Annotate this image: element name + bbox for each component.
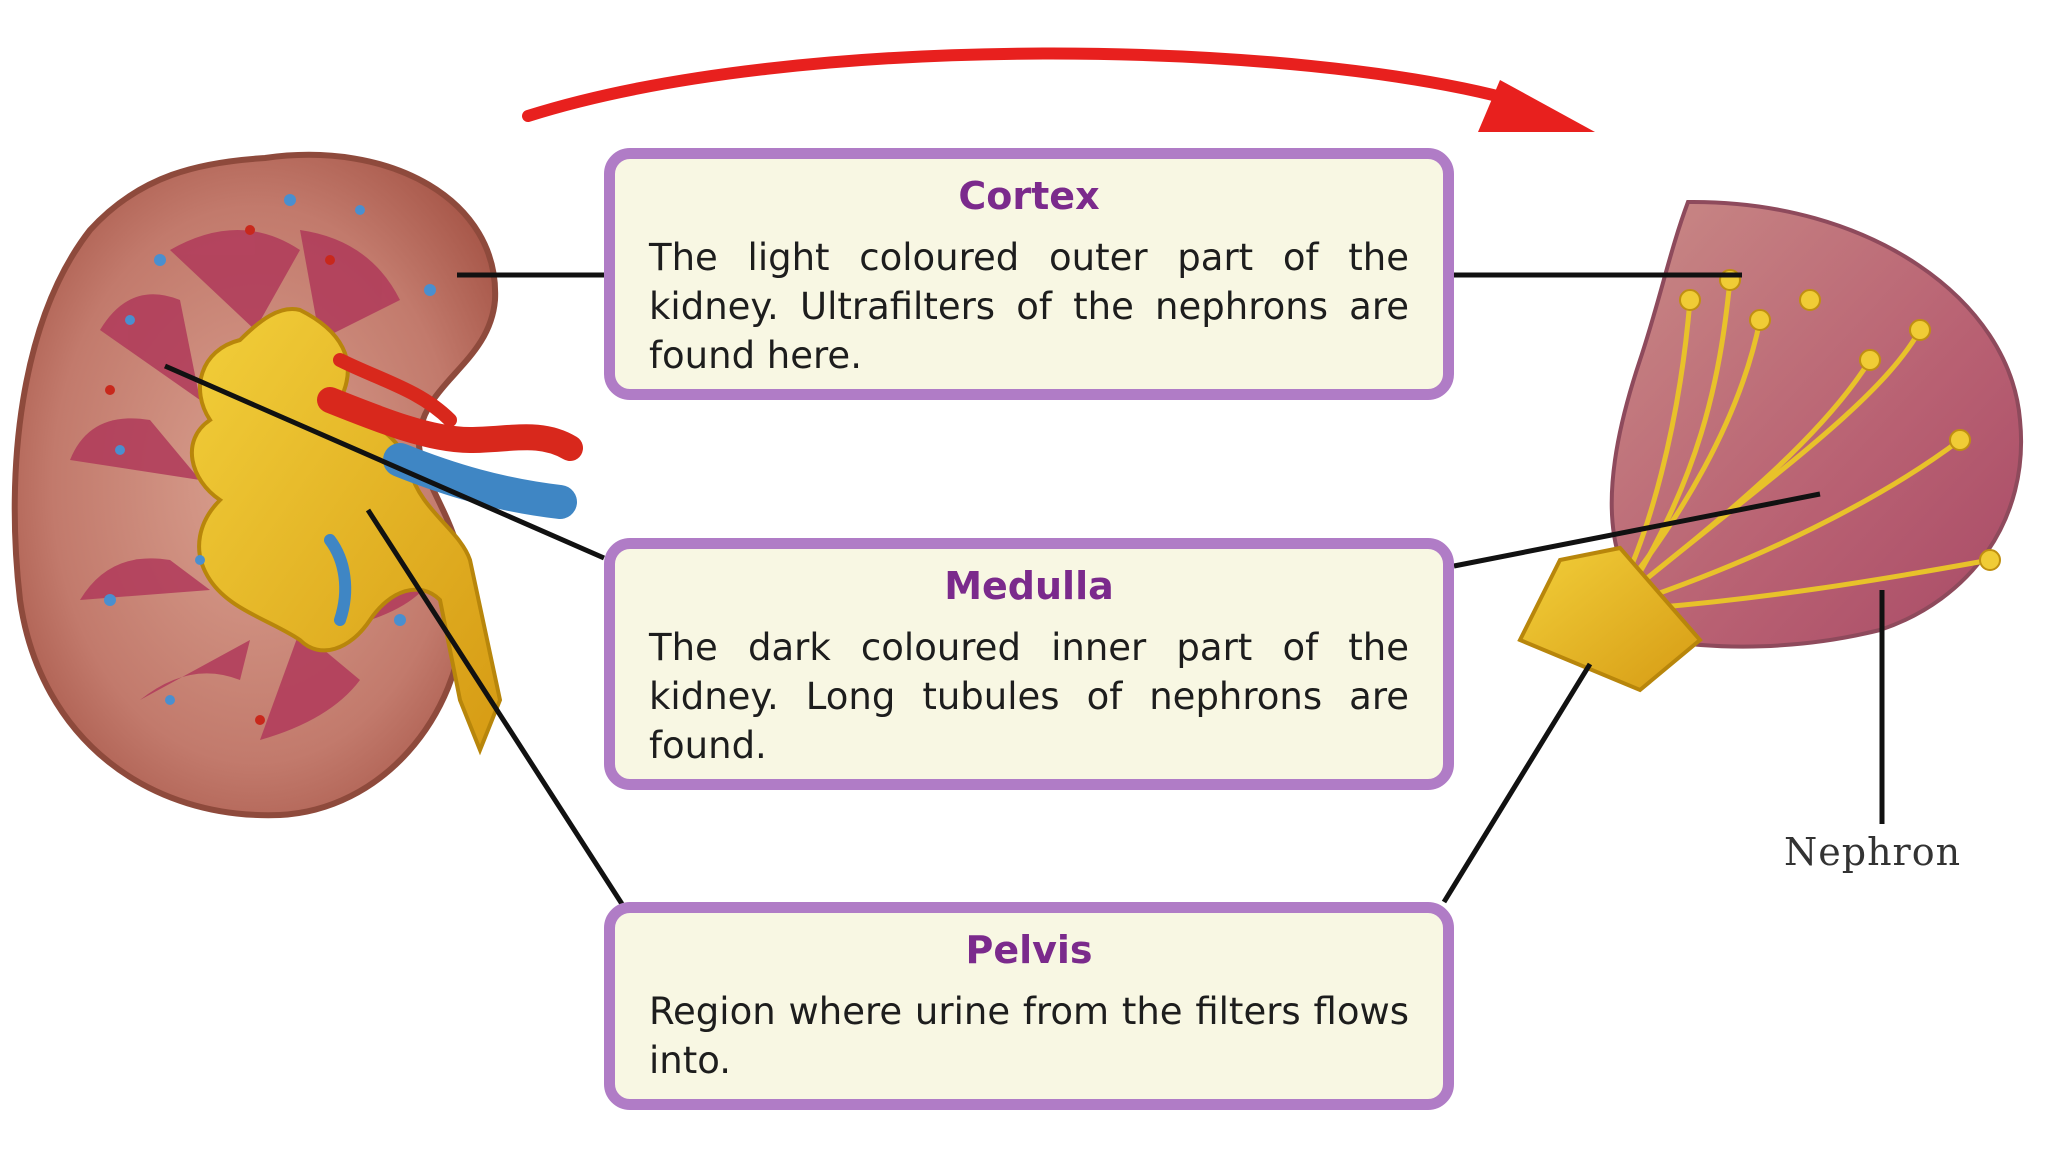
cortex-title: Cortex (958, 174, 1100, 218)
medulla-title: Medulla (944, 564, 1114, 608)
renal-artery (317, 387, 583, 461)
cortex-description: The light coloured outer part of the kid… (649, 236, 1409, 377)
pelvis-title: Pelvis (965, 928, 1093, 972)
pelvis-description: Region where urine from the filters flow… (649, 990, 1409, 1082)
nephron-wedge-illustration (1517, 199, 2024, 693)
medulla-info-box: Medulla The dark coloured inner part of … (604, 538, 1454, 790)
kidney-illustration (11, 151, 583, 819)
connector-lines (163, 272, 1885, 906)
nephron-label: Nephron (1784, 830, 1962, 874)
nephron-collecting-cup (1517, 545, 1703, 693)
red-arrow (522, 47, 1595, 132)
renal-vein (383, 443, 577, 519)
medulla-description: The dark coloured inner part of the kidn… (649, 626, 1409, 767)
cortex-info-box: Cortex The light coloured outer part of … (604, 148, 1454, 400)
pelvis-info-box: Pelvis Region where urine from the filte… (604, 902, 1454, 1110)
